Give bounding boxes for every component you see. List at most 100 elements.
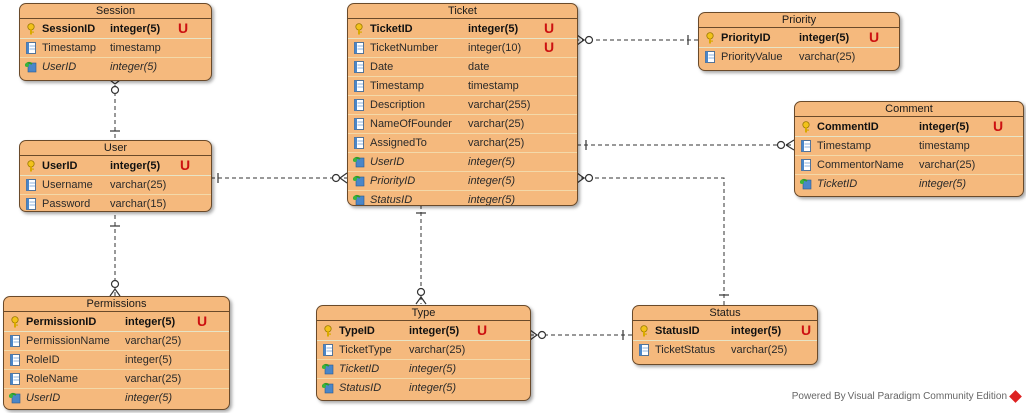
- column-name: CommentID: [817, 121, 879, 133]
- key-icon: [355, 23, 363, 35]
- column-row[interactable]: RoleID integer(5): [4, 350, 229, 369]
- foreign-key-icon: [353, 194, 365, 205]
- unique-constraint-icon: U: [178, 20, 189, 36]
- edge-marker-crow: [529, 329, 538, 336]
- column-type: timestamp: [110, 42, 161, 54]
- column-name: SessionID: [42, 23, 96, 35]
- edge-marker-many: [584, 173, 594, 183]
- column-icon: [26, 42, 36, 54]
- unique-constraint-icon: U: [544, 39, 555, 55]
- foreign-key-icon: [9, 392, 21, 404]
- column-name: TicketID: [370, 23, 413, 35]
- column-type: varchar(255): [468, 99, 531, 111]
- column-type: varchar(25): [731, 344, 788, 356]
- column-name: Timestamp: [370, 80, 424, 92]
- entity-title: Comment: [795, 102, 1023, 117]
- entity-title: Status: [633, 306, 817, 321]
- column-name: PermissionName: [26, 335, 110, 347]
- edge-marker-many: [416, 287, 426, 297]
- edge-marker-crow: [420, 296, 427, 305]
- column-name: TicketNumber: [370, 42, 439, 54]
- column-name: TicketID: [339, 363, 380, 375]
- column-type: integer(5): [110, 61, 158, 73]
- column-type: timestamp: [919, 140, 970, 152]
- edge-marker-many: [110, 279, 120, 289]
- entity-title: Priority: [699, 13, 899, 28]
- column-icon: [354, 118, 364, 130]
- unique-constraint-icon: U: [993, 118, 1004, 134]
- entity-title: Session: [20, 4, 211, 19]
- key-icon: [27, 23, 35, 35]
- edge-marker-crow: [576, 177, 585, 184]
- edge-marker-crow: [339, 172, 348, 179]
- edge-marker-crow: [109, 288, 116, 297]
- column-row[interactable]: PriorityID integer(5): [348, 171, 577, 190]
- key-icon: [324, 325, 332, 337]
- column-type: integer(5): [409, 382, 457, 394]
- column-icon: [354, 80, 364, 92]
- edge-marker-crow: [576, 172, 585, 179]
- column-type: integer(5): [409, 325, 460, 337]
- column-type: integer(5): [125, 354, 173, 366]
- column-name: PriorityID: [370, 175, 416, 187]
- column-icon: [323, 344, 333, 356]
- column-type: varchar(25): [409, 344, 466, 356]
- edge-marker-crow: [114, 288, 121, 297]
- column-row[interactable]: StatusID integer(5): [317, 378, 530, 397]
- unique-constraint-icon: U: [801, 322, 812, 338]
- column-type: varchar(25): [919, 159, 976, 171]
- column-icon: [801, 159, 811, 171]
- column-row[interactable]: PermissionName varchar(25): [4, 331, 229, 350]
- column-type: varchar(25): [125, 335, 182, 347]
- column-name: RoleID: [26, 354, 60, 366]
- column-type: integer(5): [468, 23, 519, 35]
- column-type: integer(5): [468, 175, 516, 187]
- column-icon: [354, 61, 364, 73]
- column-name: StatusID: [370, 194, 413, 206]
- column-name: StatusID: [339, 382, 382, 394]
- edge-marker-crow: [529, 334, 538, 341]
- column-type: varchar(25): [110, 179, 167, 191]
